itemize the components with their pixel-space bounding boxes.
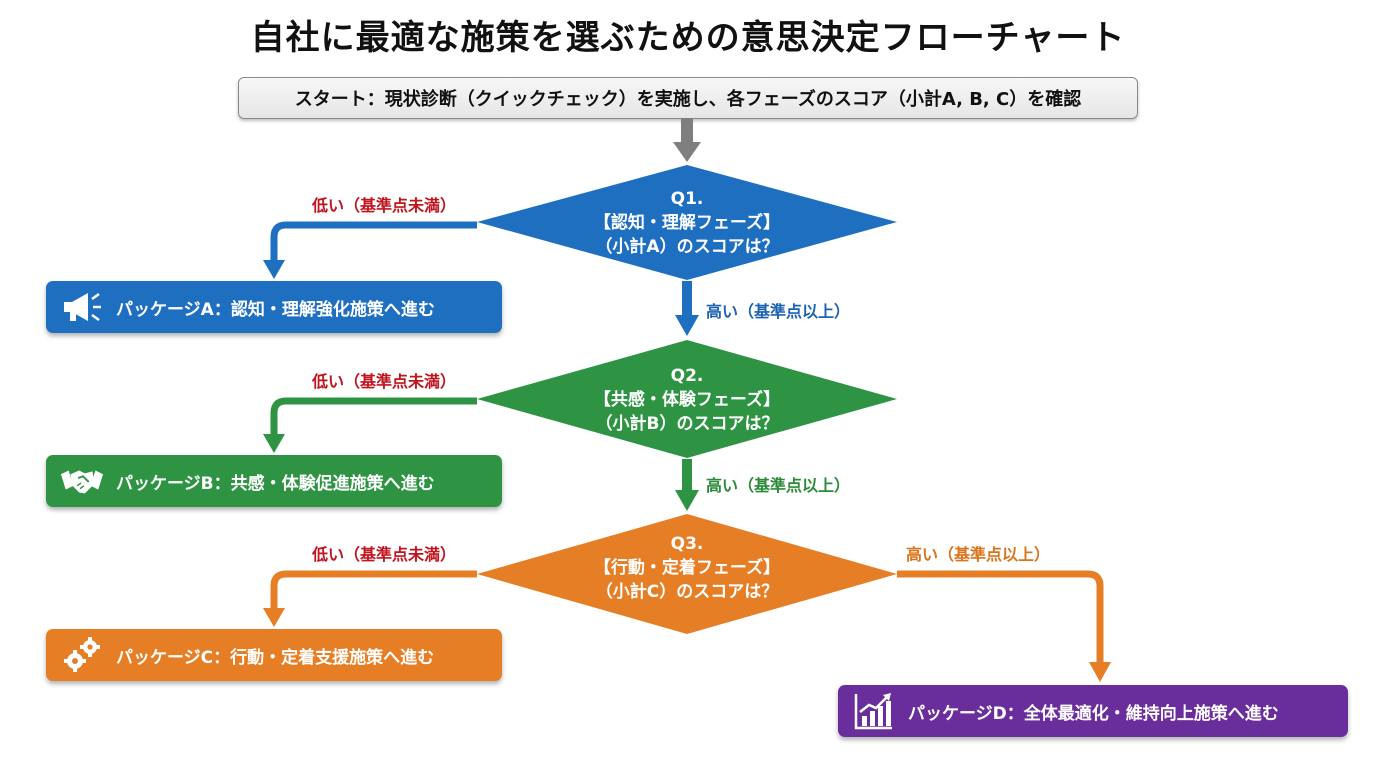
megaphone-icon bbox=[60, 285, 104, 329]
page-title: 自社に最適な施策を選ぶための意思決定フローチャート bbox=[250, 18, 1126, 58]
start-arrow bbox=[673, 118, 701, 162]
q3-low-arrow bbox=[263, 570, 477, 627]
q3-diamond bbox=[477, 514, 897, 634]
package-b-label: パッケージB：共感・体験促進施策へ進む bbox=[116, 473, 435, 494]
q2-question: （小計B）のスコアは？ bbox=[595, 414, 779, 434]
package-a-box: パッケージA：認知・理解強化施策へ進む bbox=[46, 281, 502, 333]
q1-low-arrow bbox=[263, 221, 477, 279]
q3-phase: 【行動・定着フェーズ】 bbox=[593, 558, 781, 578]
start-box: スタート：現状診断（クイックチェック）を実施し、各フェーズのスコア（小計A, B… bbox=[238, 77, 1138, 119]
q1-high-label: 高い（基準点以上） bbox=[706, 302, 851, 321]
gears-icon bbox=[60, 633, 104, 677]
q2-low-label: 低い（基準点未満） bbox=[312, 372, 457, 391]
q2-phase: 【共感・体験フェーズ】 bbox=[593, 390, 781, 410]
q2-high-arrow bbox=[675, 459, 699, 511]
q2-number: Q2. bbox=[670, 366, 704, 386]
q1-diamond bbox=[477, 165, 897, 280]
package-b-box: パッケージB：共感・体験促進施策へ進む bbox=[46, 455, 502, 507]
q3-text: Q3. 【行動・定着フェーズ】 （小計C）のスコアは？ bbox=[557, 532, 817, 604]
q1-question: （小計A）のスコアは？ bbox=[595, 237, 779, 257]
q2-high-label: 高い（基準点以上） bbox=[706, 476, 851, 495]
q1-text: Q1. 【認知・理解フェーズ】 （小計A）のスコアは？ bbox=[557, 187, 817, 259]
q3-question: （小計C）のスコアは？ bbox=[595, 582, 779, 602]
q2-low-arrow bbox=[263, 397, 477, 453]
package-c-label: パッケージC：行動・定着支援施策へ進む bbox=[116, 647, 435, 668]
q3-high-arrow bbox=[897, 570, 1111, 682]
q2-diamond bbox=[477, 340, 897, 458]
package-c-box: パッケージC：行動・定着支援施策へ進む bbox=[46, 629, 502, 681]
package-a-label: パッケージA：認知・理解強化施策へ進む bbox=[116, 299, 435, 320]
q1-low-label: 低い（基準点未満） bbox=[312, 196, 457, 215]
q3-low-label: 低い（基準点未満） bbox=[312, 545, 457, 564]
package-d-label: パッケージD：全体最適化・維持向上施策へ進む bbox=[908, 703, 1279, 724]
start-text: スタート：現状診断（クイックチェック）を実施し、各フェーズのスコア（小計A, B… bbox=[294, 89, 1082, 110]
q1-number: Q1. bbox=[670, 189, 704, 209]
q1-phase: 【認知・理解フェーズ】 bbox=[593, 213, 781, 233]
package-d-box: パッケージD：全体最適化・維持向上施策へ進む bbox=[838, 685, 1348, 737]
q3-number: Q3. bbox=[670, 534, 704, 554]
q1-high-arrow bbox=[675, 281, 699, 336]
q3-high-label: 高い（基準点以上） bbox=[906, 545, 1051, 564]
growth-chart-icon bbox=[852, 689, 896, 733]
handshake-icon bbox=[60, 459, 104, 503]
q2-text: Q2. 【共感・体験フェーズ】 （小計B）のスコアは？ bbox=[557, 364, 817, 436]
